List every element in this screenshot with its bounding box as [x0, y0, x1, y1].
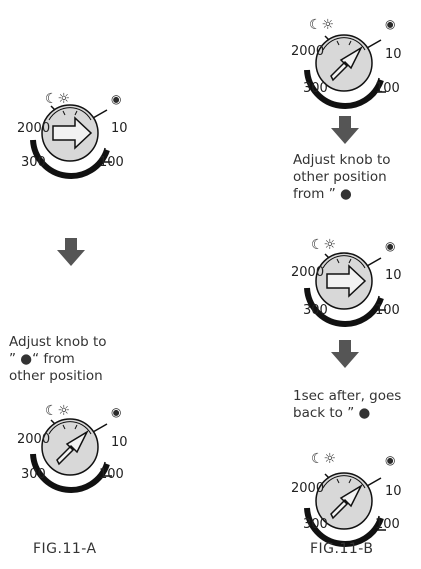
- caption-b1: Adjust knob to other position from ” ●: [293, 152, 391, 203]
- label-300: 300: [303, 81, 328, 96]
- eye-icon: ◉: [111, 92, 122, 106]
- dial-b1: ☾☼ ◉ 2000 10 300 100: [289, 8, 402, 113]
- label-10: 10: [385, 47, 402, 62]
- label-10: 10: [385, 484, 402, 499]
- caption-line: from ” ●: [293, 186, 352, 202]
- caption-line: other position: [9, 368, 103, 384]
- sun-moon-icon: ☾☼: [45, 403, 71, 419]
- eye-icon: ◉: [385, 453, 396, 467]
- caption-line: 1sec after, goes: [293, 388, 402, 404]
- eye-icon: ◉: [385, 239, 396, 253]
- caption-line: Adjust knob to: [9, 334, 107, 350]
- figure-label-b: FIG.11-B: [310, 541, 374, 557]
- label-2000: 2000: [291, 265, 325, 280]
- dial-b3: ☾☼ ◉ 2000 10 300 100: [289, 446, 402, 551]
- caption-line: other position: [293, 169, 387, 185]
- label-100: 100: [99, 155, 124, 170]
- down-arrow-icon: [331, 116, 359, 144]
- label-300: 300: [21, 467, 46, 482]
- eye-icon: ◉: [385, 17, 396, 31]
- label-100: 100: [375, 517, 400, 532]
- label-2000: 2000: [17, 121, 51, 136]
- label-300: 300: [303, 303, 328, 318]
- label-300: 300: [303, 517, 328, 532]
- caption-b2: 1sec after, goes back to ” ●: [293, 388, 401, 422]
- label-10: 10: [111, 435, 128, 450]
- sun-moon-icon: ☾☼: [311, 451, 337, 467]
- label-10: 10: [111, 121, 128, 136]
- sun-moon-icon: ☾☼: [45, 91, 71, 107]
- figure-label-a: FIG.11-A: [33, 541, 97, 557]
- dial-b2: ☾☼ ◉ 2000 10 300 100: [289, 226, 402, 331]
- eye-icon: ◉: [111, 405, 122, 419]
- label-2000: 2000: [17, 432, 51, 447]
- knob-graphic: [289, 446, 399, 551]
- caption-line: ” ●“ from: [9, 351, 75, 367]
- caption-a: Adjust knob to ” ●“ from other position: [9, 334, 107, 385]
- down-arrow-icon: [331, 340, 359, 368]
- label-300: 300: [21, 155, 46, 170]
- caption-line: Adjust knob to: [293, 152, 391, 168]
- dial-a2: ☾☼ ◉ 2000 10 300 100: [15, 392, 128, 497]
- label-100: 100: [375, 303, 400, 318]
- dial-a1: ☾☼ ◉ 2000 10 300 100: [15, 78, 128, 183]
- caption-line: back to ” ●: [293, 405, 371, 421]
- knob-graphic: [289, 8, 399, 113]
- label-100: 100: [99, 467, 124, 482]
- label-10: 10: [385, 268, 402, 283]
- label-2000: 2000: [291, 481, 325, 496]
- label-2000: 2000: [291, 44, 325, 59]
- sun-moon-icon: ☾☼: [311, 237, 337, 253]
- down-arrow-icon: [57, 238, 85, 266]
- sun-moon-icon: ☾☼: [309, 17, 335, 33]
- label-100: 100: [375, 81, 400, 96]
